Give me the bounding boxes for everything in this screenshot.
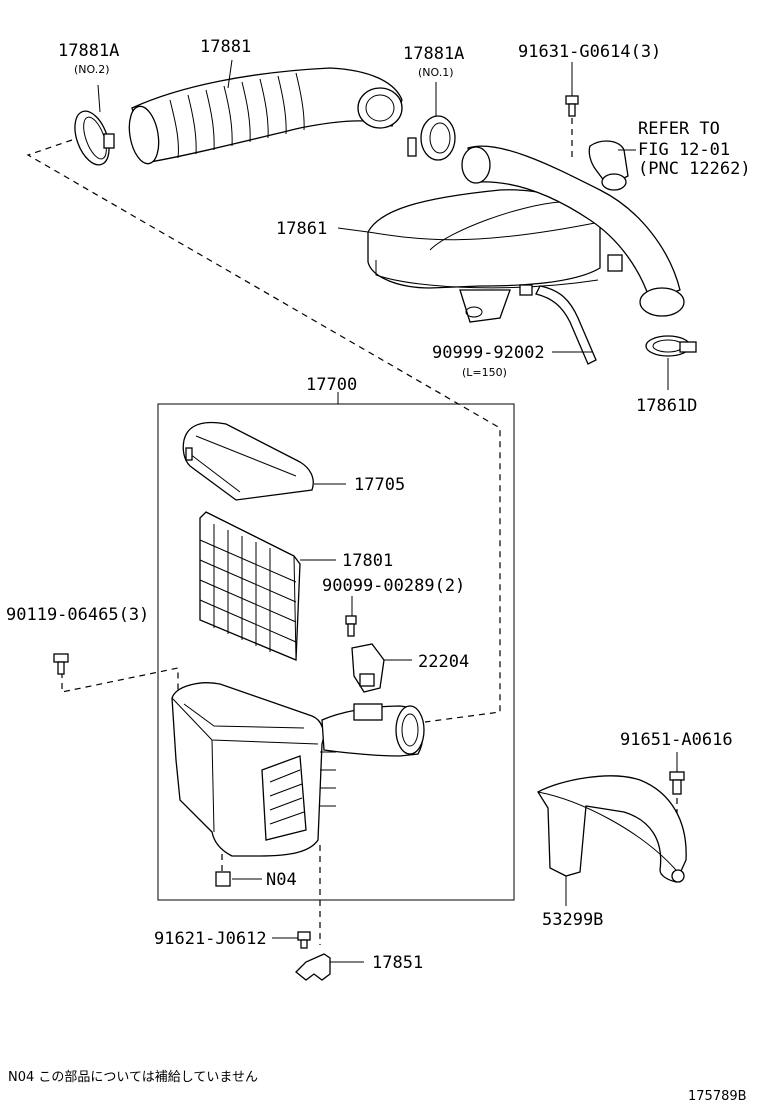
dashed-reference-lines [26, 139, 501, 945]
label-17881A-right[interactable]: 17881A [403, 44, 464, 64]
label-91631[interactable]: 91631-G0614(3) [518, 42, 661, 62]
bolt-91651[interactable] [669, 752, 685, 860]
screw-90099[interactable] [345, 596, 357, 637]
label-17861D[interactable]: 17861D [636, 396, 697, 416]
label-17700[interactable]: 17700 [306, 375, 357, 395]
label-91651[interactable]: 91651-A0616 [620, 730, 733, 750]
label-17881A-left[interactable]: 17881A [58, 41, 119, 61]
label-17881[interactable]: 17881 [200, 37, 251, 57]
label-refer-2[interactable]: FIG 12-01 [638, 140, 730, 160]
bolt-90119[interactable] [53, 653, 69, 675]
label-53299B[interactable]: 53299B [542, 910, 603, 930]
figure-id: 175789B [688, 1089, 747, 1104]
label-17881A-left-sub: (NO.2) [74, 63, 110, 76]
label-91621[interactable]: 91621-J0612 [154, 929, 267, 949]
hose-clamp-17861D[interactable] [645, 335, 697, 390]
bolt-91631[interactable] [565, 62, 579, 160]
label-90099[interactable]: 90099-00289(2) [322, 576, 465, 596]
label-17861[interactable]: 17861 [276, 219, 327, 239]
air-cleaner-case[interactable] [171, 682, 425, 857]
assembly-frame-17700 [157, 392, 515, 901]
label-22204[interactable]: 22204 [418, 652, 469, 672]
air-flow-meter[interactable] [351, 643, 412, 693]
label-refer-3: (PNC 12262) [638, 159, 751, 179]
label-17705[interactable]: 17705 [354, 475, 405, 495]
label-90999-sub: (L=150) [462, 366, 507, 379]
label-17801[interactable]: 17801 [342, 551, 393, 571]
label-90119[interactable]: 90119-06465(3) [6, 605, 149, 625]
part-number-labels: 17881A (NO.2) 17881 17881A (NO.1) 91631-… [6, 37, 751, 973]
hose-clamp-no1[interactable] [407, 82, 456, 161]
air-cleaner-hose[interactable] [125, 59, 403, 166]
label-17881A-right-sub: (NO.1) [418, 66, 454, 79]
resonator[interactable] [337, 145, 685, 323]
refer-elbow-part[interactable] [588, 140, 636, 191]
air-cleaner-cap[interactable] [182, 421, 346, 501]
label-N04[interactable]: N04 [266, 870, 297, 890]
bolt-91621[interactable] [272, 931, 311, 949]
grommet-n04[interactable] [215, 871, 262, 887]
air-filter-element[interactable] [199, 511, 336, 661]
bracket-17851[interactable] [295, 953, 364, 981]
small-hose-90999[interactable] [535, 285, 597, 365]
footnote: N04 この部品については補給していません [8, 1070, 258, 1085]
hose-clamp-no2[interactable] [68, 84, 115, 169]
label-17851[interactable]: 17851 [372, 953, 423, 973]
label-90999[interactable]: 90999-92002 [432, 343, 545, 363]
intake-duct-53299B[interactable] [537, 775, 687, 906]
label-refer-1: REFER TO [638, 119, 720, 139]
